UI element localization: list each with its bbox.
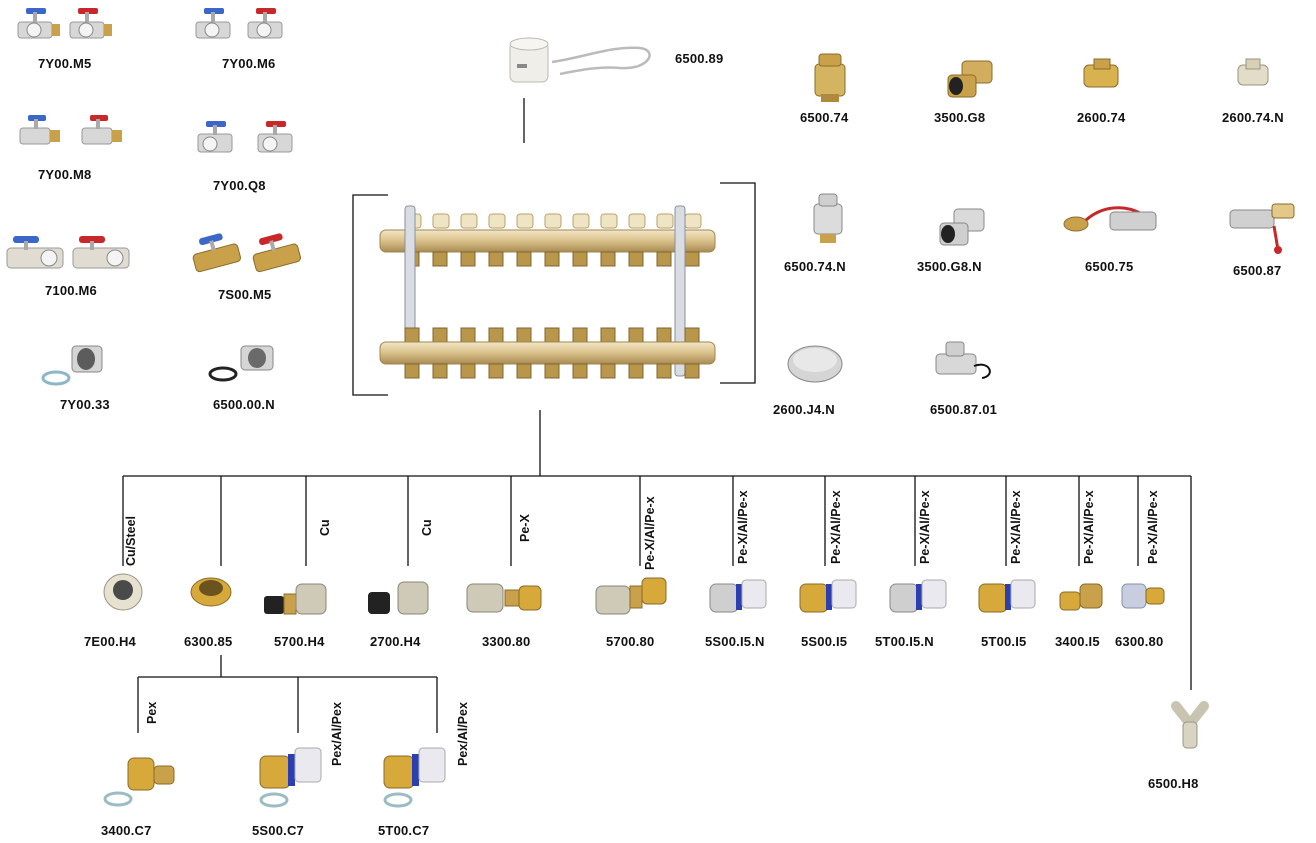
- product-code: 6500.74.N: [784, 259, 846, 274]
- valve-pair-image: [195, 8, 283, 39]
- product-code: 5T00.I5.N: [875, 634, 934, 649]
- pipe-type-label: Cu: [318, 519, 332, 536]
- fitting-image: [709, 579, 767, 613]
- pipe-type-label: Pex: [145, 701, 159, 724]
- product-code: 6300.85: [184, 634, 233, 649]
- fill-valve-image: [1063, 206, 1157, 232]
- product-code: 6500.75: [1085, 259, 1134, 274]
- fitting-image: [190, 577, 232, 607]
- product-code: 7E00.H4: [84, 634, 136, 649]
- valve-pair-image: [192, 233, 301, 273]
- product-code: 7Y00.M6: [222, 56, 276, 71]
- fitting-image: [103, 757, 175, 807]
- product-code: 6500.87: [1233, 263, 1282, 278]
- product-code: 7Y00.M8: [38, 167, 92, 182]
- product-code: 6500.74: [800, 110, 849, 125]
- product-code: 7Y00.33: [60, 397, 110, 412]
- manifold-image: [379, 205, 716, 379]
- product-code: 2700.H4: [370, 634, 421, 649]
- pipe-type-label: Pe-X/Al/Pe-x: [918, 490, 932, 564]
- product-code: 3400.I5: [1055, 634, 1100, 649]
- elbow-image: [947, 60, 993, 98]
- product-code: 3400.C7: [101, 823, 152, 838]
- drain-valve-image: [1229, 203, 1295, 254]
- valve-pair-image: [197, 121, 293, 153]
- adapter-image: [208, 345, 274, 382]
- product-code: 5T00.C7: [378, 823, 430, 838]
- valve-pair-image: [6, 236, 130, 269]
- adapter-image: [41, 345, 103, 386]
- air-vent-image: [814, 53, 846, 102]
- product-code: 6500.89: [675, 51, 724, 66]
- valve-pair-image: [17, 8, 112, 39]
- product-code: 5700.H4: [274, 634, 325, 649]
- product-code: 7S00.M5: [218, 287, 272, 302]
- product-code: 5S00.I5: [801, 634, 848, 649]
- product-code: 7100.M6: [45, 283, 97, 298]
- product-code: 6500.87.01: [930, 402, 998, 417]
- pipe-type-label: Pe-X/Al/Pe-x: [1082, 490, 1096, 564]
- pipe-type-label: Pe-X/Al/Pe-x: [736, 490, 750, 564]
- elbow-image: [939, 208, 985, 246]
- fitting-image: [259, 747, 322, 808]
- air-vent-image: [813, 193, 843, 243]
- product-code: 7Y00.M5: [38, 56, 92, 71]
- product-code: 2600.J4.N: [773, 402, 835, 417]
- product-code: 7Y00.Q8: [213, 178, 266, 193]
- product-code: 5T00.I5: [981, 634, 1027, 649]
- fitting-image: [466, 583, 542, 613]
- pipe-type-label: Pe-X/Al/Pe-x: [1146, 490, 1160, 564]
- fitting-image: [264, 583, 327, 615]
- cap-image: [787, 345, 843, 383]
- pipe-type-label: Pe-X/Al/Pe-x: [1009, 490, 1023, 564]
- product-code: 6300.80: [1115, 634, 1164, 649]
- product-code: 3500.G8.N: [917, 259, 982, 274]
- product-code: 5S00.I5.N: [705, 634, 765, 649]
- pipe-type-label: Cu/Steel: [124, 515, 138, 566]
- plug-image: [1237, 58, 1269, 86]
- pipe-type-label: Pe-X/Al/Pe-x: [643, 496, 657, 570]
- product-code: 2600.74: [1077, 110, 1126, 125]
- pipe-type-label: Pe-X: [518, 514, 532, 542]
- product-code: 2600.74.N: [1222, 110, 1284, 125]
- thermal-actuator-image: [509, 37, 651, 83]
- product-code: 3300.80: [482, 634, 531, 649]
- plug-image: [1083, 58, 1119, 88]
- fitting-image: [1121, 583, 1165, 609]
- fitting-image: [103, 573, 143, 611]
- product-code: 6500.00.N: [213, 397, 275, 412]
- fitting-image: [1059, 583, 1103, 611]
- fitting-image: [383, 747, 446, 808]
- product-code: 5700.80: [606, 634, 655, 649]
- fitting-image: [595, 577, 667, 615]
- valve-pair-image: [19, 115, 122, 145]
- fitting-image: [368, 581, 429, 615]
- product-code: 5S00.C7: [252, 823, 304, 838]
- fitting-image: [799, 579, 857, 613]
- fitting-image: [889, 579, 947, 613]
- drain-valve-image: [935, 341, 991, 379]
- product-code: 3500.G8: [934, 110, 986, 125]
- fitting-image: [978, 579, 1036, 613]
- y-connector-image: [1171, 701, 1209, 749]
- product-code: 6500.H8: [1148, 776, 1199, 791]
- pipe-type-label: Cu: [420, 519, 434, 536]
- pipe-type-label: Pe-X/Al/Pe-x: [829, 490, 843, 564]
